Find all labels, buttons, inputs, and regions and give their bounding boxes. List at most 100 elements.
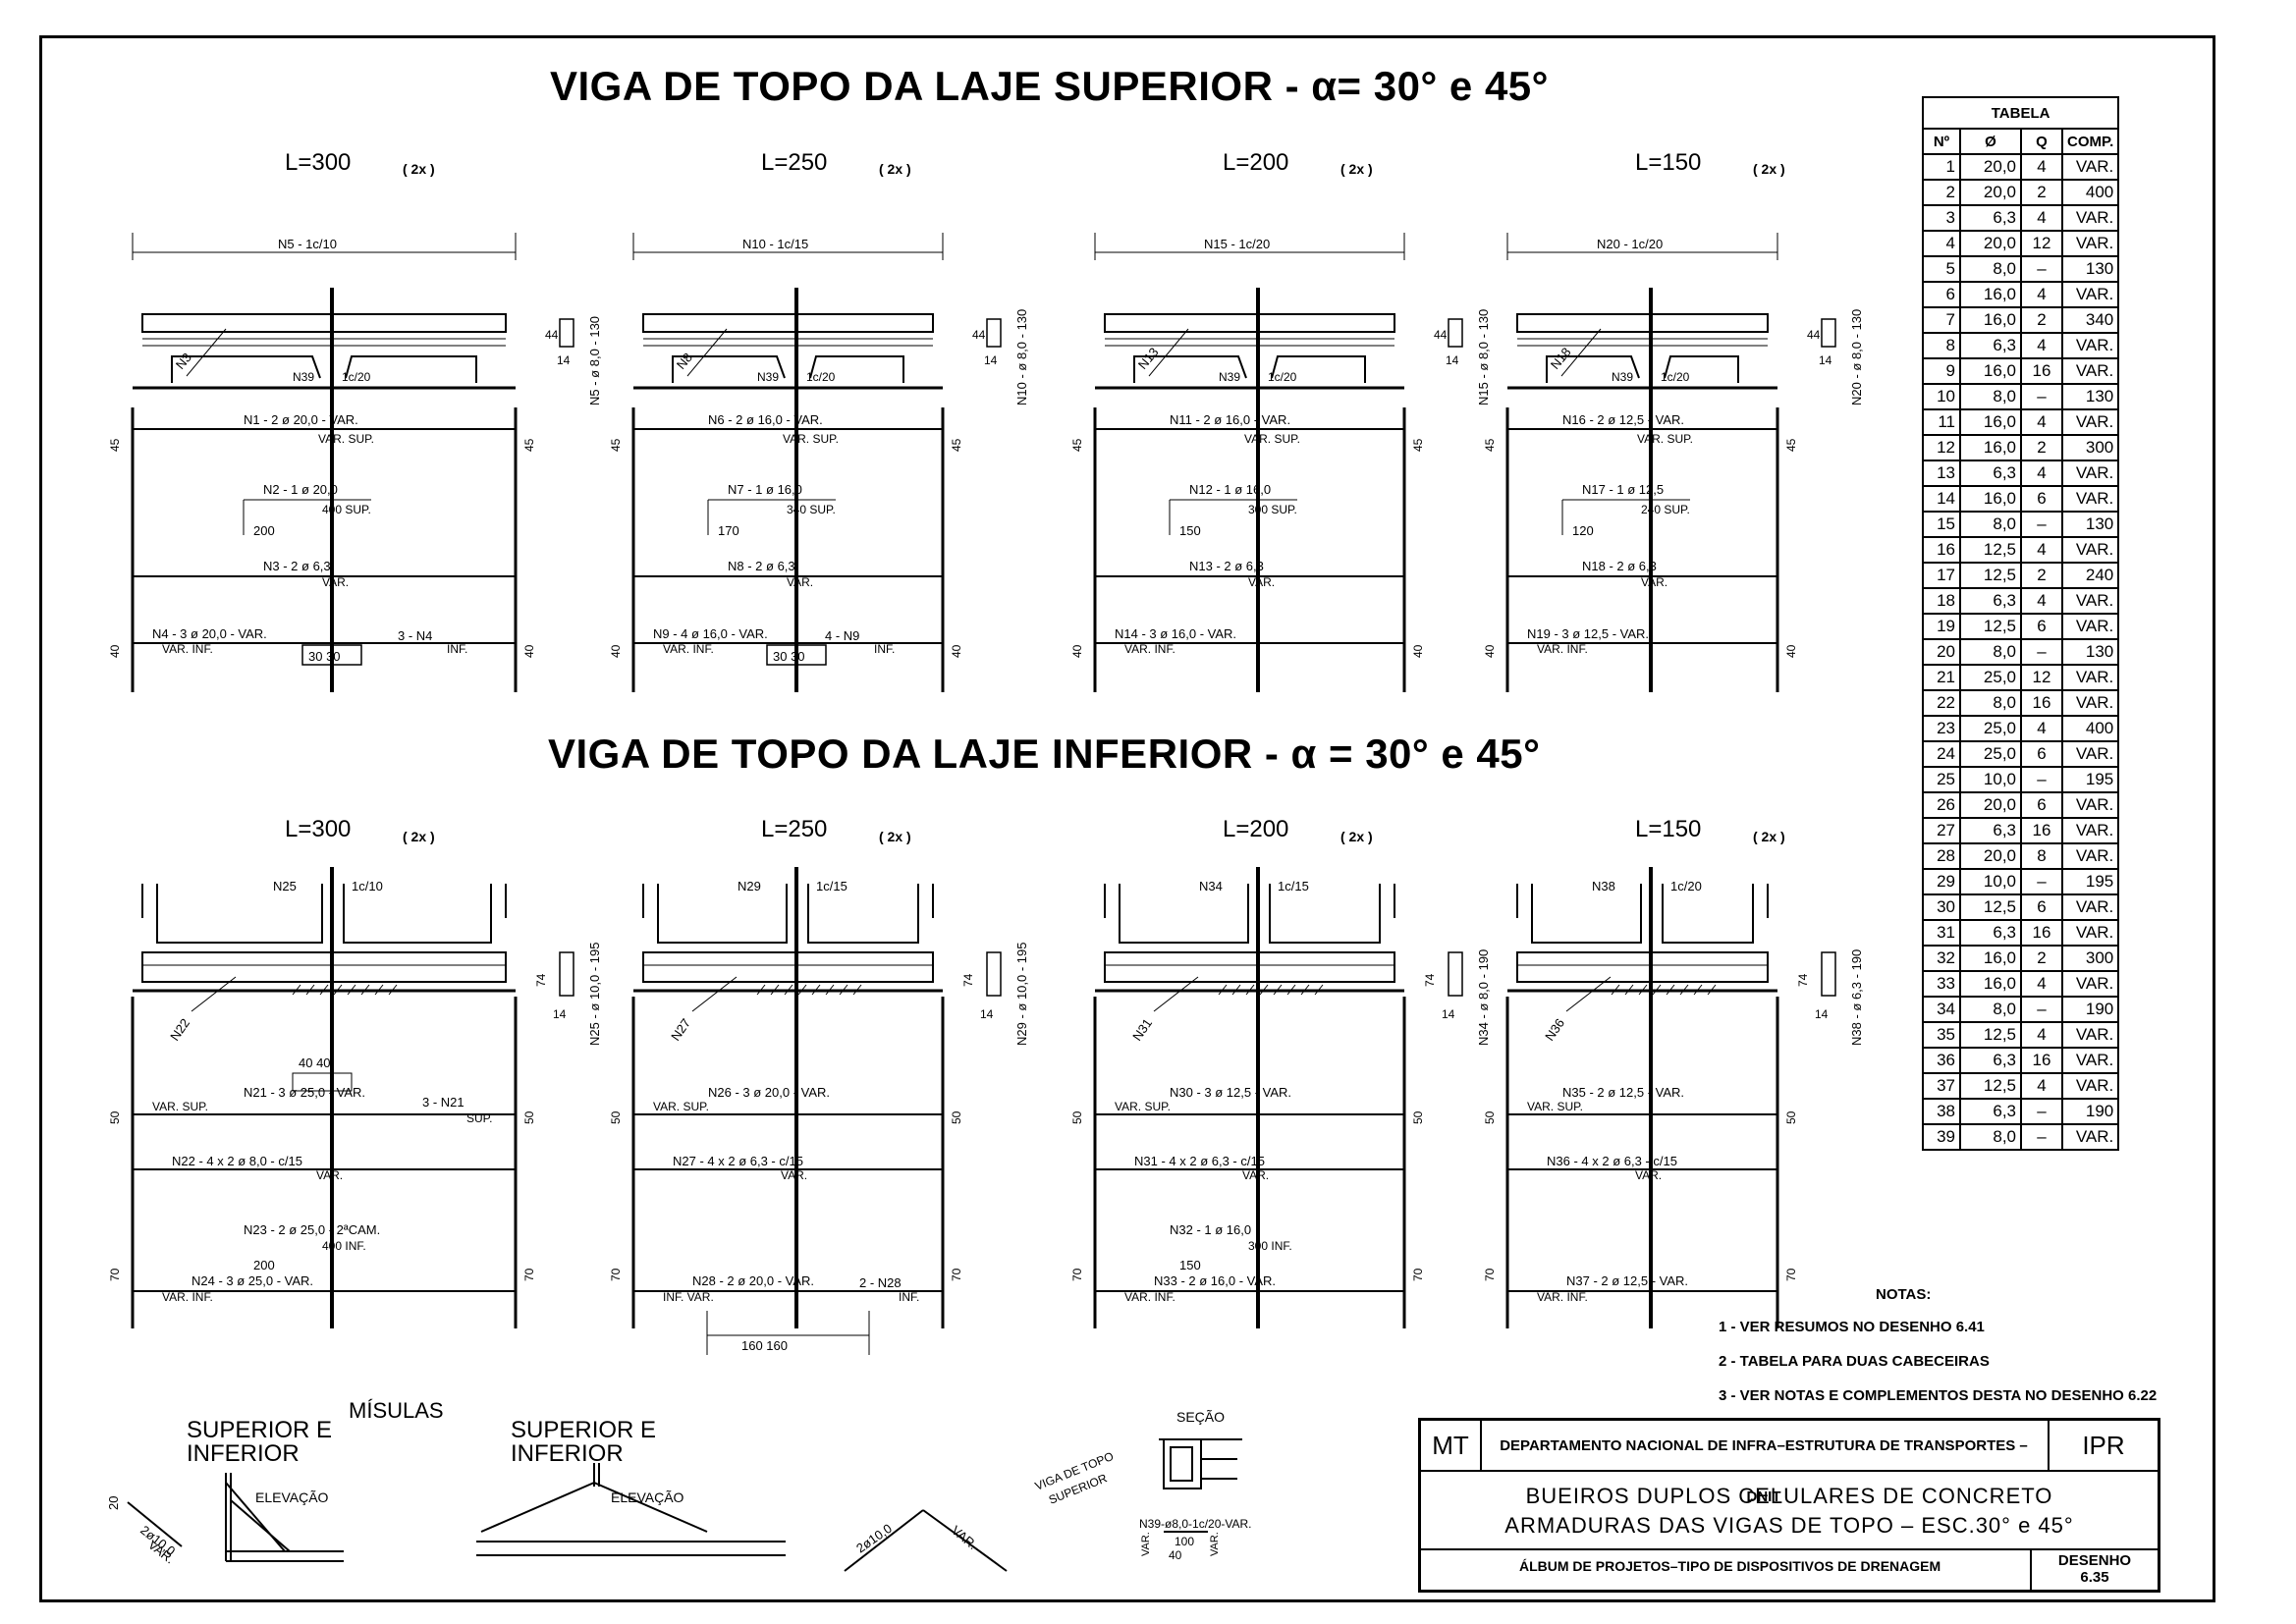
elevacao-label-1: ELEVAÇÃO: [255, 1489, 329, 1505]
table-cell: 6: [1922, 281, 1961, 308]
section-width: 14: [1815, 1007, 1829, 1021]
table-cell: 4: [2020, 715, 2063, 742]
table-cell: 25,0: [1959, 740, 2022, 768]
cell-left: [171, 355, 321, 383]
stirrup-label: N29: [738, 879, 761, 893]
rebar-n-label: N35 - 2 ø 12,5 - VAR.: [1562, 1085, 1684, 1100]
height-label: 50: [1411, 1110, 1425, 1124]
stirrup-label: N10 - 1c/15: [742, 237, 808, 251]
table-cell: VAR.: [2060, 919, 2120, 947]
table-cell: VAR.: [2060, 485, 2120, 513]
side-section: [1821, 318, 1836, 348]
height-label: 70: [1483, 1268, 1497, 1281]
table-cell: 28: [1922, 842, 1961, 870]
rebar-n-label: N26 - 3 ø 20,0 - VAR.: [708, 1085, 830, 1100]
table-cell: 12: [1922, 434, 1961, 461]
rebar-n-sub: 400 SUP.: [322, 503, 371, 516]
rebar-n-sub: 240 SUP.: [1641, 503, 1690, 516]
table-cell: 2: [2020, 562, 2063, 589]
height-label: 50: [950, 1110, 963, 1124]
cell-left: [1546, 355, 1640, 383]
table-cell: VAR.: [2060, 791, 2120, 819]
note-item: 2 - TABELA PARA DUAS CABECEIRAS: [1719, 1353, 1990, 1370]
sup-inf-label-1b: INFERIOR: [187, 1440, 300, 1467]
table-cell: 6,3: [1959, 1047, 2022, 1074]
rebar-n-label: N24 - 3 ø 25,0 - VAR.: [191, 1273, 313, 1288]
side-bar-label: N15 - ø 8,0 - 130: [1476, 309, 1491, 406]
stirrup-spacing: 1c/20: [1670, 879, 1702, 893]
beam-length-label: L=150: [1635, 816, 1701, 842]
table-cell: 8,0: [1959, 511, 2022, 538]
table-cell: 8,0: [1959, 1123, 2022, 1151]
table-cell: 6: [2020, 485, 2063, 513]
diag-label: N13: [1135, 345, 1162, 372]
height-label: 45: [609, 438, 623, 452]
table-cell: 20,0: [1959, 791, 2022, 819]
table-cell: 16,0: [1959, 408, 2022, 436]
diag-label: N22: [167, 1016, 192, 1044]
rebar-n-sub: VAR. INF.: [1537, 1290, 1588, 1304]
rebar-n-label: N28 - 2 ø 20,0 - VAR.: [692, 1273, 814, 1288]
table-cell: 5: [1922, 255, 1961, 283]
table-cell: 8,0: [1959, 383, 2022, 410]
dim-pair: 30 30: [308, 649, 341, 664]
rebar-n-label: N6 - 2 ø 16,0 - VAR.: [708, 412, 823, 427]
table-cell: 6,3: [1959, 919, 2022, 947]
drawing-line: [1560, 328, 1602, 377]
diag-label: N8: [674, 351, 695, 372]
beam-length-label: L=150: [1635, 149, 1701, 176]
table-header-cell: Ø: [1959, 128, 2022, 155]
table-cell: 190: [2060, 996, 2120, 1023]
dim-box: [301, 644, 362, 666]
cell-left: [672, 355, 786, 383]
n39-spacing: 1c/20: [1268, 370, 1297, 384]
drawing-frame: [39, 35, 2215, 1602]
side-bar-label: N10 - ø 8,0 - 130: [1014, 309, 1029, 406]
table-cell: 16: [2020, 817, 2063, 844]
table-cell: 16,0: [1959, 281, 2022, 308]
table-cell: 8,0: [1959, 689, 2022, 717]
dim-pair: 30 30: [773, 649, 805, 664]
table-cell: 26: [1922, 791, 1961, 819]
side-bar-label: N5 - ø 8,0 - 130: [587, 316, 602, 406]
rebar-n-sub: VAR. INF.: [162, 1290, 213, 1304]
table-cell: 130: [2060, 511, 2120, 538]
rebar-n-extra: 3 - N21: [422, 1095, 465, 1110]
rebar-n-label: N7 - 1 ø 16,0: [728, 482, 802, 497]
table-cell: VAR.: [2060, 817, 2120, 844]
sup-inf-label-2a: SUPERIOR E: [511, 1417, 656, 1443]
rebar-dim: 150: [1179, 1258, 1201, 1272]
table-cell: VAR.: [2060, 1072, 2120, 1100]
beam-qty-label: ( 2x ): [1340, 829, 1373, 844]
album-label: ÁLBUM DE PROJETOS–TIPO DE DISPOSITIVOS D…: [1519, 1558, 1941, 1574]
sup-inf-label-1a: SUPERIOR E: [187, 1417, 332, 1443]
table-cell: 25,0: [1959, 715, 2022, 742]
diag-label: N27: [668, 1016, 693, 1044]
section-height: 44: [1434, 328, 1448, 342]
n39-spacing: 1c/20: [806, 370, 836, 384]
rebar-n-sub: VAR.: [1242, 1168, 1269, 1182]
cell-left: [156, 884, 323, 944]
height-label: 40: [609, 644, 623, 658]
table-cell: 19: [1922, 613, 1961, 640]
table-cell: 20,0: [1959, 230, 2022, 257]
diag-label: N3: [173, 351, 194, 372]
table-cell: VAR.: [2060, 1021, 2120, 1049]
side-section: [559, 951, 574, 997]
beam-top: [1516, 313, 1769, 333]
